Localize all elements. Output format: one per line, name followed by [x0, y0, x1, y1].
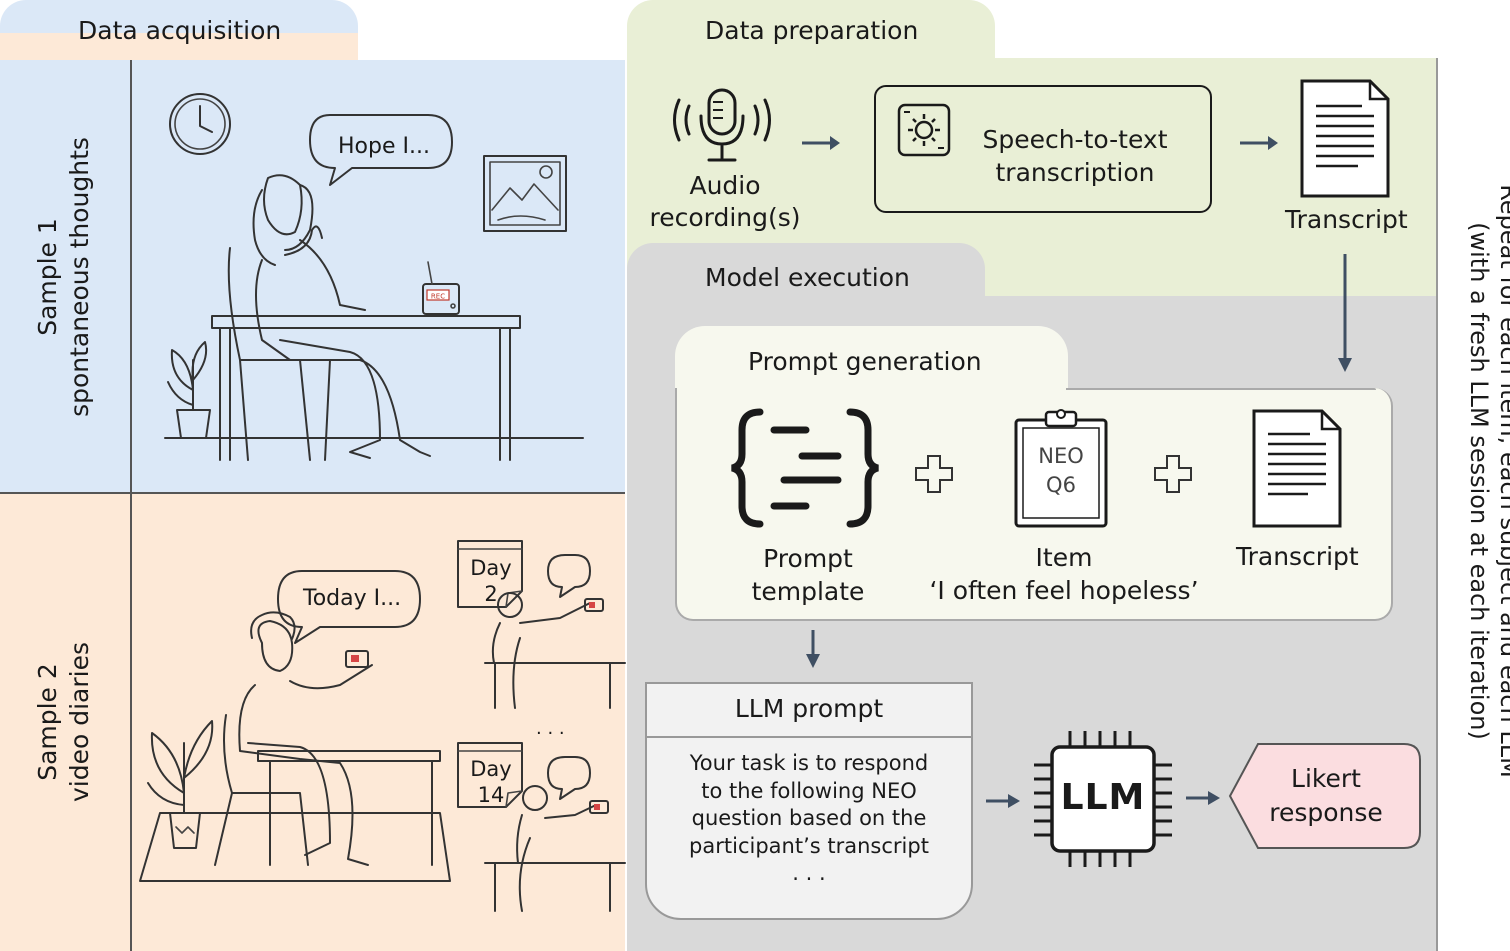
sample1-panel [0, 60, 625, 493]
preparation-title: Data preparation [705, 16, 919, 45]
plus-icon [1154, 455, 1192, 493]
llm-prompt-title: LLM prompt [734, 694, 884, 723]
gear-chip-icon [897, 103, 951, 157]
plant-icon [167, 341, 211, 439]
day-14-label: Day 14 [470, 757, 512, 807]
execution-title: Model execution [705, 263, 910, 292]
llm-prompt-header-divider [645, 736, 973, 738]
day-2-label: Day 2 [470, 556, 512, 606]
stt-label: Speech-to-text transcription [982, 125, 1168, 187]
sample2-illustration [139, 540, 626, 912]
picture-frame-icon [483, 155, 567, 232]
svg-text:REC: REC [431, 293, 445, 301]
speech-bubble-today: Today I... [303, 586, 402, 611]
preparation-tab [627, 0, 995, 60]
repeat-note: Repeat for each item, each subject and e… [1465, 184, 1510, 778]
curly-braces-icon [731, 408, 879, 528]
llm-prompt-box [645, 682, 973, 920]
arrow-audio-to-stt [802, 136, 840, 150]
acquisition-tab [0, 0, 358, 60]
document-icon [1252, 409, 1342, 528]
transcript-label-top: Transcript [1285, 205, 1408, 234]
prompt-gen-tab [675, 326, 1068, 392]
speech-bubble [309, 114, 453, 186]
plus-icon [915, 455, 953, 493]
clock-icon [169, 93, 231, 155]
days-ellipsis: . . . [536, 718, 565, 739]
arrow-stt-to-transcript [1240, 136, 1278, 150]
likert-response-shape [1228, 743, 1421, 849]
recorder-icon: REC [422, 261, 460, 315]
arrow-llm-to-likert [1186, 791, 1220, 805]
likert-response-label: Likert response [1269, 764, 1383, 827]
clipboard-icon [1014, 409, 1108, 528]
llm-chip-label: LLM [1060, 777, 1146, 818]
llm-chip-icon [1034, 731, 1172, 867]
prompt-gen-top-border [1066, 388, 1376, 390]
prompt-template-label: Prompt template [751, 544, 865, 606]
acquisition-title: Data acquisition [78, 16, 282, 45]
speech-bubble-hope: Hope I... [338, 134, 430, 159]
sample1-illustration: REC [164, 93, 584, 461]
arrow-promptgen-down [806, 630, 820, 668]
arrow-transcript-down [1338, 254, 1352, 372]
microphone-icon [673, 88, 771, 162]
item-label: Item ‘I often feel hopeless’ [929, 543, 1199, 605]
prompt-gen-title: Prompt generation [748, 347, 982, 376]
arrow-prompt-to-llm [986, 794, 1020, 808]
document-icon [1300, 79, 1390, 198]
sample-divider-vertical [130, 60, 132, 951]
execution-tab [627, 243, 985, 303]
clipboard-text: NEO Q6 [1038, 444, 1084, 497]
audio-label: Audio recording(s) [649, 171, 801, 232]
stt-box [874, 85, 1212, 213]
llm-prompt-body: Your task is to respond to the following… [689, 751, 929, 885]
sample-divider-horizontal [0, 492, 625, 494]
transcript-label-prompt: Transcript [1236, 542, 1359, 571]
preparation-panel-border [1436, 58, 1438, 951]
